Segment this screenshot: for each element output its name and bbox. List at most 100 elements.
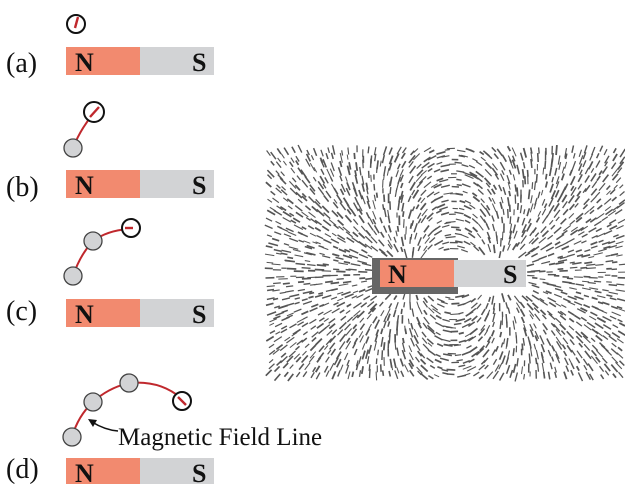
iron-filing [568,317,575,323]
iron-filing [548,219,554,225]
iron-filing [359,277,366,280]
iron-filing [521,223,528,234]
iron-filing [367,222,374,231]
iron-filing [566,238,575,244]
iron-filing [590,168,595,173]
iron-filing [564,147,568,158]
iron-filing [265,181,272,188]
iron-filing [308,295,314,299]
iron-filing [476,183,483,190]
iron-filing [275,161,282,169]
iron-filing [610,252,619,257]
iron-filing [439,178,449,183]
iron-filing [490,329,495,337]
iron-filing [491,349,497,356]
iron-filing [577,174,583,183]
iron-filing [266,234,273,238]
iron-filing [331,288,338,292]
iron-filing [411,308,415,317]
iron-filing [418,307,423,315]
iron-filing [542,322,549,331]
iron-filing [445,235,456,239]
iron-filing [325,152,329,160]
iron-filing [460,154,469,158]
iron-filing [307,263,316,267]
iron-filing [554,287,563,292]
iron-filing [358,232,366,240]
iron-filing [346,203,352,211]
iron-filing [426,324,435,333]
iron-filing [468,335,477,342]
iron-filing [266,261,274,264]
iron-filing [488,196,493,202]
iron-filing [301,211,309,218]
iron-filing [266,288,275,292]
iron-filing [549,362,553,370]
iron-filing [582,204,589,210]
iron-filing [365,229,372,237]
iron-filing [428,374,434,380]
iron-filing [386,168,390,176]
iron-filing [380,310,385,317]
iron-filing [491,146,497,153]
iron-filing [511,155,516,162]
iron-filing [336,194,343,204]
iron-filing [573,301,583,306]
iron-filing [416,180,424,189]
iron-filing [551,345,556,352]
iron-filing [512,363,517,373]
iron-filing [595,212,605,220]
iron-filing [393,295,398,301]
iron-filing [427,162,435,169]
iron-filing [320,168,325,176]
iron-filing [526,263,535,267]
iron-filing [370,245,379,252]
iron-filing [409,301,412,310]
iron-filing [397,200,401,211]
iron-filing [435,353,441,358]
iron-filing [598,248,607,252]
iron-filing [396,225,400,232]
iron-filing [426,191,435,198]
iron-filing [507,294,512,301]
iron-filing [330,296,338,300]
panel-c-label: (c) [6,296,37,327]
iron-filing [402,337,405,344]
iron-filing [331,145,336,155]
iron-filing [555,336,562,346]
iron-filing [281,309,289,314]
iron-filing [617,318,623,323]
iron-filing [528,353,531,364]
iron-filing [595,227,603,233]
iron-filing [542,167,545,175]
iron-filing [428,307,435,314]
iron-filing [574,195,581,203]
south-pole-c [140,299,214,327]
iron-filing [593,220,602,227]
iron-filing [471,315,478,322]
iron-filing [598,365,605,372]
iron-filing [494,364,500,372]
iron-filing [266,169,275,178]
iron-filing [357,202,363,212]
iron-filing [566,344,573,353]
iron-filing [364,235,373,244]
iron-filing [498,184,503,192]
iron-filing [595,152,600,159]
iron-filing [562,201,568,209]
iron-filing [585,371,592,380]
iron-filing [427,231,433,237]
iron-filing [331,232,337,237]
iron-filing [531,294,540,301]
iron-filing [527,218,532,224]
iron-filing [275,252,282,255]
iron-filing [301,179,309,188]
iron-filing [529,230,534,237]
iron-filing [436,220,443,224]
iron-filing [463,240,471,246]
iron-filing [365,211,370,219]
iron-filing [422,322,428,329]
iron-filing [413,334,420,345]
iron-filing [404,364,409,373]
iron-filing [501,216,504,224]
